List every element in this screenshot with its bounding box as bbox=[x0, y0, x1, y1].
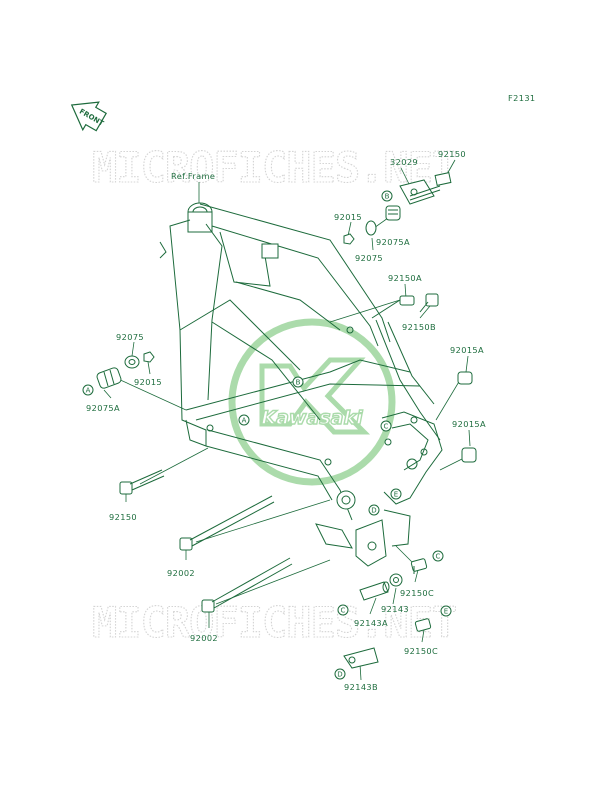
label-92015A-2: 92015A bbox=[452, 419, 486, 429]
label-92075-top: 92075 bbox=[355, 253, 383, 263]
washer-92075-left bbox=[124, 355, 140, 369]
label-92150-top: 92150 bbox=[438, 149, 466, 159]
ref-mark-d-bottom: D bbox=[337, 671, 342, 679]
ref-mark-b-frame: B bbox=[296, 379, 301, 387]
label-92015A-1: 92015A bbox=[450, 345, 484, 355]
ref-mark-c-frame: C bbox=[384, 423, 389, 431]
ref-frame-label: Ref.Frame bbox=[171, 171, 215, 181]
bracket-32029 bbox=[399, 179, 435, 205]
ref-mark-e-lower: E bbox=[444, 608, 448, 616]
bolt-92150B bbox=[419, 293, 439, 313]
ref-mark-d-frame: D bbox=[371, 507, 376, 515]
label-92143A: 92143A bbox=[354, 618, 388, 628]
ref-mark-b-top: B bbox=[385, 193, 390, 201]
motorcycle-frame bbox=[159, 202, 443, 567]
bolt-92002-1 bbox=[179, 495, 275, 551]
collar-92075A-left bbox=[96, 367, 122, 389]
bolt-92150A bbox=[371, 295, 415, 319]
part-labels: Ref.Frame 32029 92150 92015 92075A 92075… bbox=[86, 149, 486, 692]
ref-mark-c-bottom: C bbox=[341, 607, 346, 615]
front-arrow-icon: FRONT bbox=[70, 101, 107, 132]
label-92075A-top: 92075A bbox=[376, 237, 410, 247]
nut-92015-left bbox=[143, 351, 155, 363]
bolt-92150C-2 bbox=[414, 618, 432, 632]
washer-92075-top bbox=[365, 220, 377, 236]
watermark-top: MICROFICHES.NET bbox=[92, 143, 456, 192]
nut-92015A-2 bbox=[461, 447, 477, 463]
label-92150-left: 92150 bbox=[109, 512, 137, 522]
bolt-92002-2 bbox=[201, 557, 293, 613]
collar-92143 bbox=[389, 573, 403, 587]
bolt-92150-top bbox=[409, 172, 452, 201]
label-92015-left: 92015 bbox=[134, 377, 162, 387]
label-92075A-left: 92075A bbox=[86, 403, 120, 413]
label-92150C-1: 92150C bbox=[400, 588, 434, 598]
bracket-92143B bbox=[343, 647, 379, 669]
label-92075-left: 92075 bbox=[116, 332, 144, 342]
ref-mark-e-frame: E bbox=[394, 491, 398, 499]
ref-mark-c-lower: C bbox=[436, 553, 441, 561]
label-92150C-2: 92150C bbox=[404, 646, 438, 656]
label-92143: 92143 bbox=[381, 604, 409, 614]
nut-92015-top bbox=[343, 233, 355, 245]
spacer-92143A bbox=[359, 581, 390, 601]
ref-mark-a-left: A bbox=[86, 387, 91, 395]
label-92002-2: 92002 bbox=[190, 633, 218, 643]
bolt-92150C-1 bbox=[410, 558, 428, 574]
bolt-92150-left bbox=[119, 469, 165, 495]
collar-92075A-top bbox=[385, 205, 401, 221]
logo-text: Kawasaki bbox=[261, 407, 363, 429]
label-92015-top: 92015 bbox=[334, 212, 362, 222]
nut-92015A-1 bbox=[457, 371, 473, 385]
ref-mark-a-frame: A bbox=[242, 417, 247, 425]
label-32029: 32029 bbox=[390, 157, 418, 167]
label-92002-1: 92002 bbox=[167, 568, 195, 578]
figure-code: F2131 bbox=[508, 93, 536, 103]
reference-marks: B B A A C E D C C E D bbox=[82, 190, 452, 680]
leader-lines bbox=[103, 159, 471, 681]
label-92150B: 92150B bbox=[402, 322, 436, 332]
watermark-bottom: MICROFICHES.NET bbox=[92, 598, 456, 647]
label-92143B: 92143B bbox=[344, 682, 378, 692]
label-92150A: 92150A bbox=[388, 273, 422, 283]
